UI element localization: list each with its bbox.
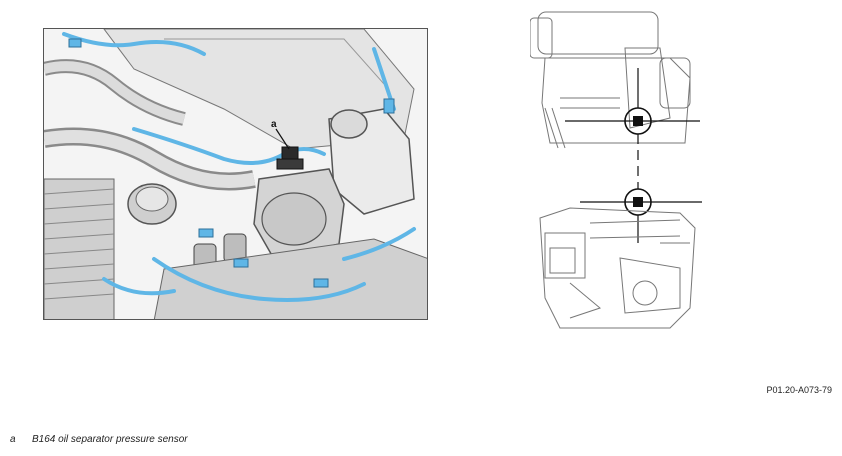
engine-cover-ridge bbox=[164, 38, 385, 85]
locator-marker-top bbox=[565, 68, 700, 135]
oil-separator-cylinder bbox=[261, 192, 327, 246]
radiator-grille bbox=[44, 178, 115, 319]
oil-filler-cap-top bbox=[135, 186, 169, 212]
legend-key-a: a bbox=[10, 434, 16, 445]
harness-connectors bbox=[68, 38, 395, 288]
reservoir-cap bbox=[330, 109, 368, 139]
engine-drawing: a bbox=[44, 29, 427, 319]
callout-leader-line bbox=[275, 128, 290, 150]
intake-pipe-mid-inner bbox=[44, 130, 256, 188]
engine-top-view bbox=[529, 11, 691, 149]
radiator-fins bbox=[44, 188, 115, 300]
pressure-sensor-plug bbox=[276, 158, 304, 170]
locator-marker-side bbox=[580, 188, 702, 243]
engine-illustration: a bbox=[43, 28, 428, 320]
figure-code: P01.20-A073-79 bbox=[766, 385, 832, 395]
intake-pipe-upper-inner bbox=[44, 61, 186, 124]
locator-diagram bbox=[529, 8, 710, 338]
engine-side-view bbox=[539, 207, 696, 329]
locator-drawing bbox=[529, 11, 702, 329]
cylinder-head-lower bbox=[153, 238, 427, 319]
legend: a B164 oil separator pressure sensor bbox=[10, 434, 188, 445]
callout-label-a: a bbox=[271, 119, 277, 130]
legend-text-a: B164 oil separator pressure sensor bbox=[32, 434, 188, 445]
